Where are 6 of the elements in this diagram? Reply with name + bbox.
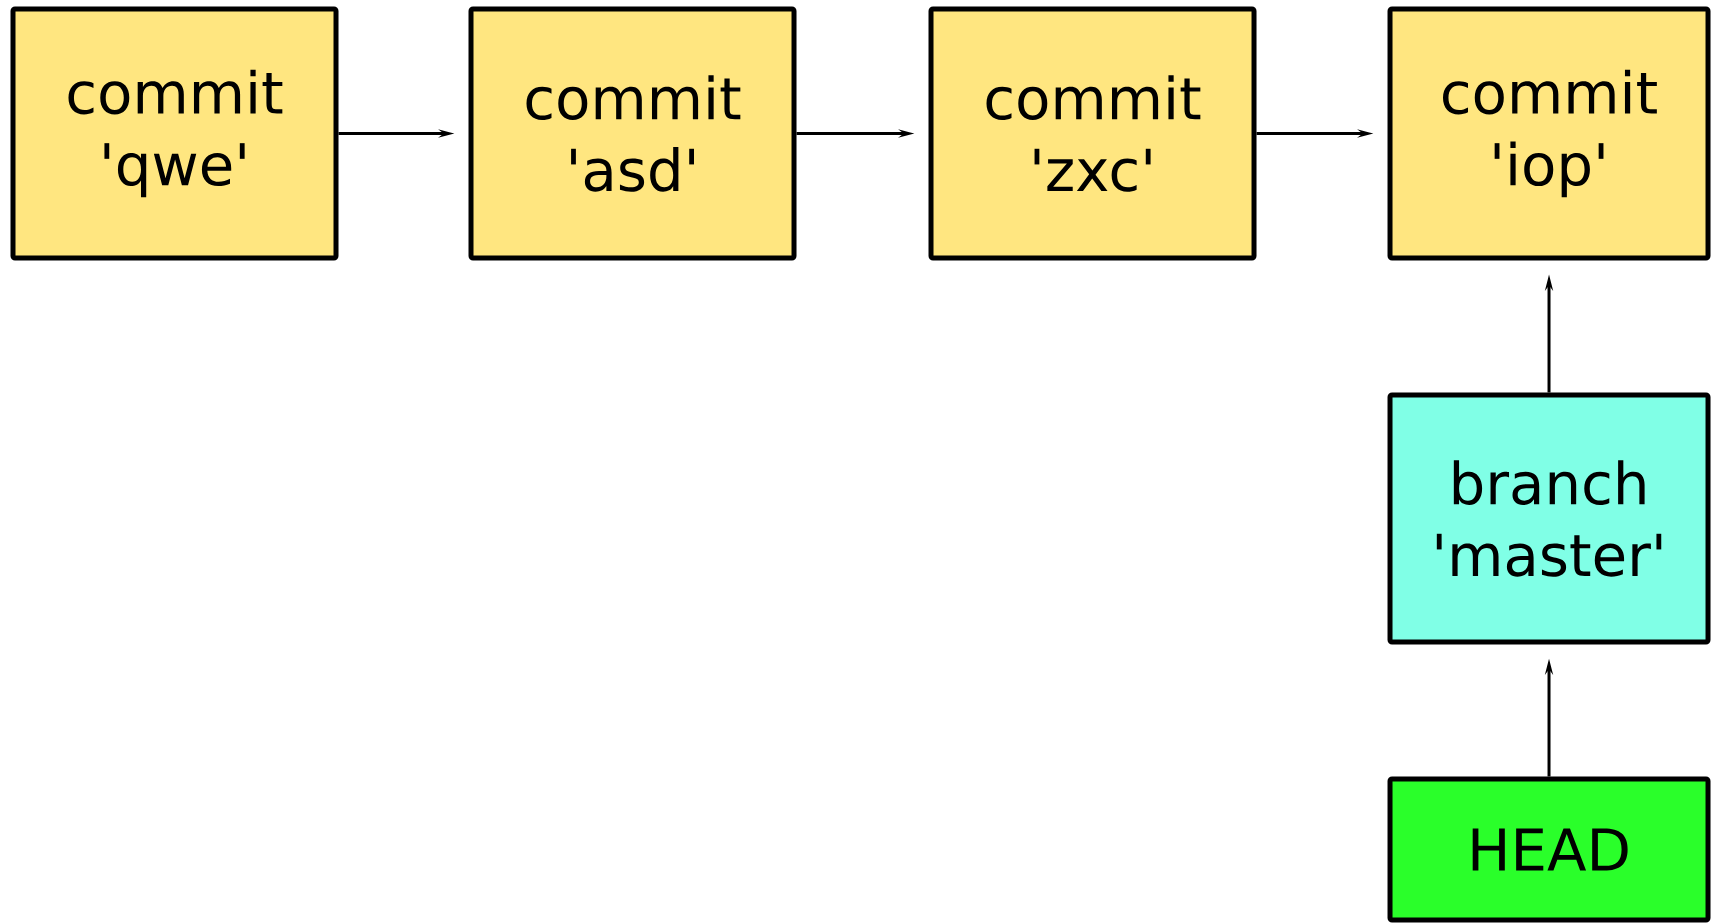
commit-box: commit 'zxc' — [928, 6, 1257, 261]
branch-box: branch 'master' — [1387, 392, 1711, 645]
head-box: HEAD — [1387, 776, 1711, 923]
commit-box: commit 'qwe' — [10, 6, 339, 261]
commit-box: commit 'iop' — [1387, 6, 1711, 261]
commit-box: commit 'asd' — [468, 6, 797, 261]
